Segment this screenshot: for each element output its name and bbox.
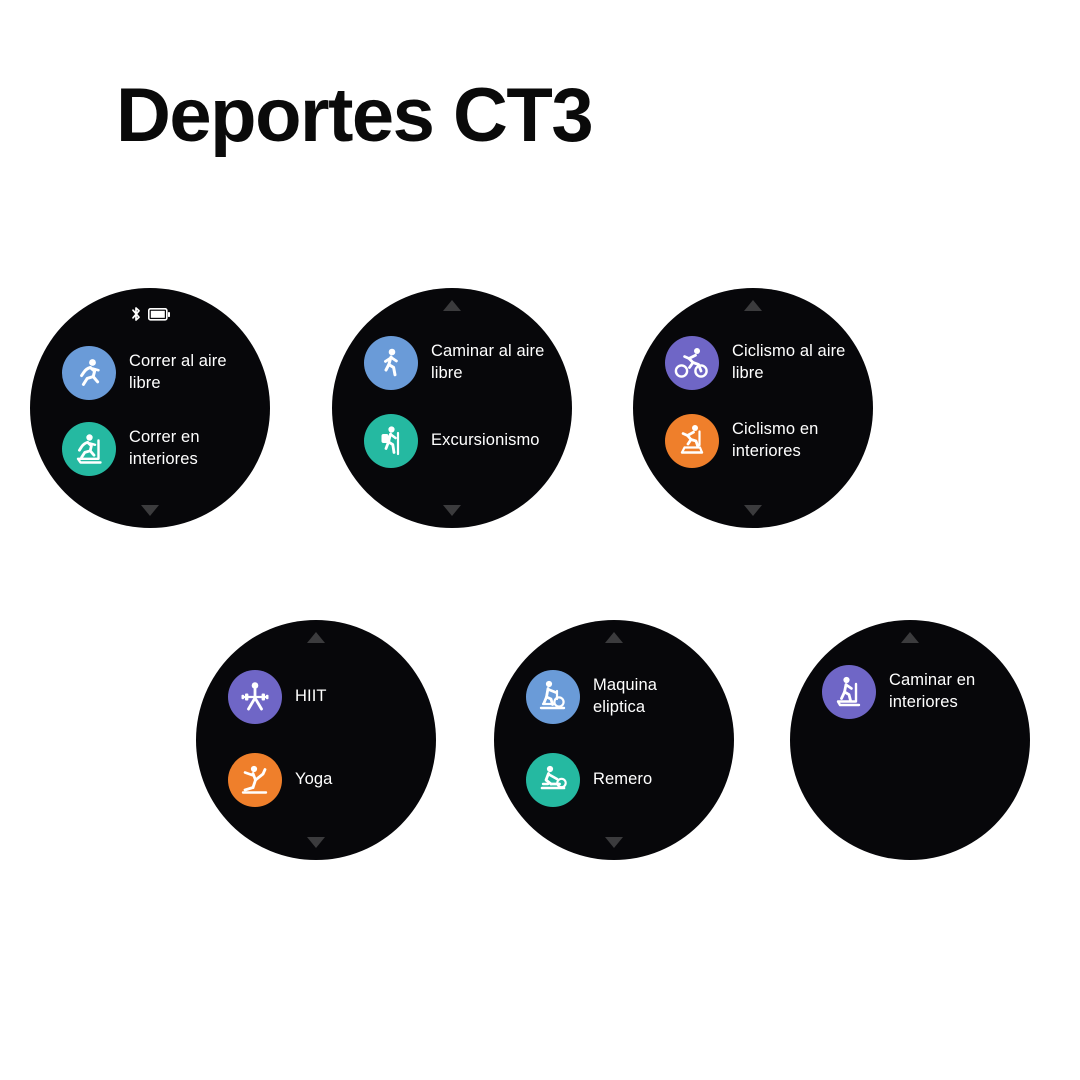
sport-label: Ciclismo en interiores bbox=[732, 420, 819, 460]
yoga-icon bbox=[228, 753, 282, 807]
watch-face-1[interactable]: Correr al aire libre Correr en interiore… bbox=[30, 288, 270, 528]
bluetooth-icon bbox=[130, 306, 142, 322]
sport-label: Excursionismo bbox=[431, 431, 540, 450]
sport-item-treadmill-walking[interactable]: Caminar en interiores bbox=[822, 665, 1007, 719]
watch-face-4[interactable]: HIIT Yoga bbox=[196, 620, 436, 860]
sport-label: Correr al aire libre bbox=[129, 352, 227, 392]
sport-item-cycling-outdoor[interactable]: Ciclismo al aire libre bbox=[665, 336, 850, 390]
rowing-machine-icon bbox=[526, 753, 580, 807]
scroll-down-chevron-icon[interactable] bbox=[141, 505, 159, 516]
scroll-up-chevron-icon[interactable] bbox=[307, 632, 325, 643]
watch-face-5[interactable]: Maquina eliptica Remero bbox=[494, 620, 734, 860]
watch-face-3[interactable]: Ciclismo al aire libre Ciclismo en inter… bbox=[633, 288, 873, 528]
scroll-down-chevron-icon[interactable] bbox=[605, 837, 623, 848]
scroll-up-chevron-icon[interactable] bbox=[744, 300, 762, 311]
sport-label: Correr en interiores bbox=[129, 428, 200, 468]
sport-label: HIIT bbox=[295, 687, 327, 706]
sport-item-walking-outdoor[interactable]: Caminar al aire libre bbox=[364, 336, 549, 390]
treadmill-running-icon bbox=[62, 422, 116, 476]
sport-label: Maquina eliptica bbox=[593, 676, 657, 716]
scroll-up-chevron-icon[interactable] bbox=[605, 632, 623, 643]
sport-label: Yoga bbox=[295, 770, 333, 789]
indoor-cycling-icon bbox=[665, 414, 719, 468]
sport-item-rowing[interactable]: Remero bbox=[526, 753, 652, 807]
watch-face-2[interactable]: Caminar al aire libre Excursionismo bbox=[332, 288, 572, 528]
page-title: Deportes CT3 bbox=[116, 73, 594, 158]
sport-item-elliptical[interactable]: Maquina eliptica bbox=[526, 670, 711, 724]
sport-label: Caminar en interiores bbox=[889, 671, 976, 711]
status-bar bbox=[30, 306, 270, 322]
scroll-down-chevron-icon[interactable] bbox=[307, 837, 325, 848]
sport-item-yoga[interactable]: Yoga bbox=[228, 753, 332, 807]
scroll-down-chevron-icon[interactable] bbox=[744, 505, 762, 516]
cycling-outdoor-icon bbox=[665, 336, 719, 390]
walking-outdoor-icon bbox=[364, 336, 418, 390]
scroll-down-chevron-icon[interactable] bbox=[443, 505, 461, 516]
running-outdoor-icon bbox=[62, 346, 116, 400]
watch-face-6[interactable]: Caminar en interiores bbox=[790, 620, 1030, 860]
sport-label: Ciclismo al aire libre bbox=[732, 342, 846, 382]
sport-label: Caminar al aire libre bbox=[431, 342, 545, 382]
treadmill-walking-icon bbox=[822, 665, 876, 719]
sport-item-treadmill-running[interactable]: Correr en interiores bbox=[62, 422, 241, 476]
sport-item-hiit[interactable]: HIIT bbox=[228, 670, 327, 724]
scroll-up-chevron-icon[interactable] bbox=[443, 300, 461, 311]
elliptical-icon bbox=[526, 670, 580, 724]
sport-item-running-outdoor[interactable]: Correr al aire libre bbox=[62, 346, 241, 400]
sport-item-indoor-cycling[interactable]: Ciclismo en interiores bbox=[665, 414, 850, 468]
battery-icon bbox=[148, 307, 170, 321]
sport-item-hiking[interactable]: Excursionismo bbox=[364, 414, 540, 468]
scroll-up-chevron-icon[interactable] bbox=[901, 632, 919, 643]
barbell-icon bbox=[228, 670, 282, 724]
hiking-icon bbox=[364, 414, 418, 468]
sport-label: Remero bbox=[593, 770, 653, 789]
